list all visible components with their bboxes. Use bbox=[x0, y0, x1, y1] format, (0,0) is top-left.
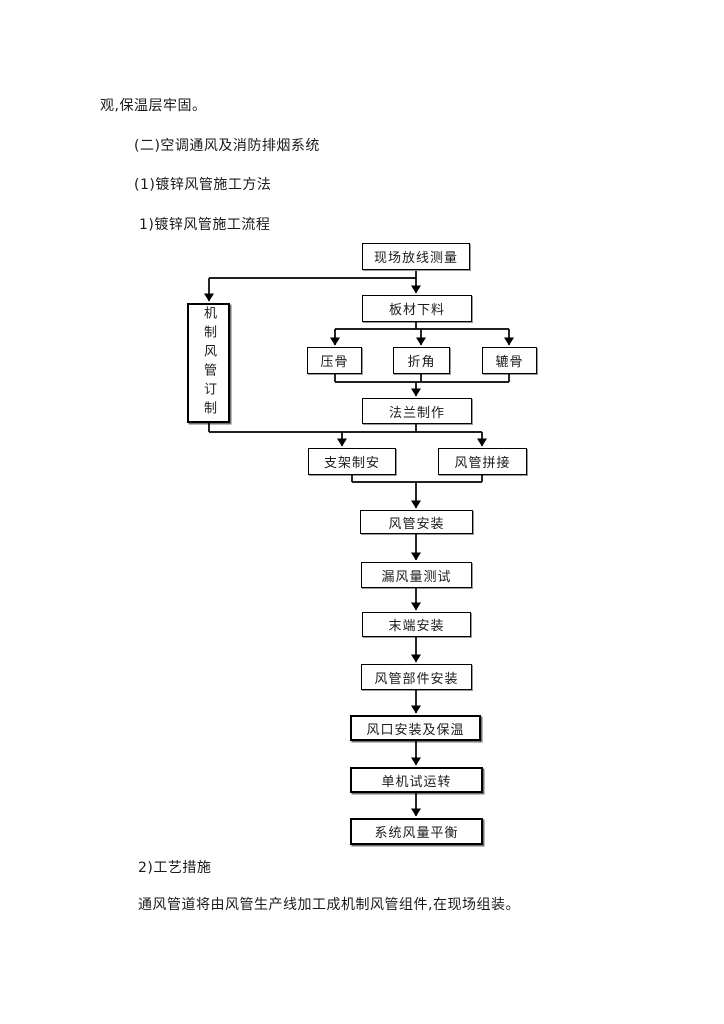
flow-node-balance: 系统风量平衡 bbox=[350, 818, 483, 845]
flow-node-machine-duct: 机制风管订制 bbox=[187, 303, 230, 423]
flow-node-press-rib: 压骨 bbox=[307, 347, 362, 374]
flow-node-outlet: 风口安装及保温 bbox=[350, 715, 481, 741]
flow-node-survey: 现场放线测量 bbox=[362, 243, 470, 270]
heading-subsection: (1)镀锌风管施工方法 bbox=[134, 177, 272, 193]
flow-node-terminal: 末端安装 bbox=[362, 612, 471, 637]
flow-node-blanking: 板材下料 bbox=[362, 295, 472, 322]
flow-node-fold-angle: 折角 bbox=[393, 347, 450, 374]
flow-node-duct-install: 风管安装 bbox=[360, 510, 473, 534]
flow-node-single-run: 单机试运转 bbox=[350, 767, 483, 793]
flow-node-bracket: 支架制安 bbox=[308, 448, 396, 475]
flow-node-flange: 法兰制作 bbox=[362, 398, 472, 424]
heading-flow-title: 1)镀锌风管施工流程 bbox=[139, 217, 271, 233]
flow-node-duct-join: 风管拼接 bbox=[438, 448, 527, 475]
paragraph-measures: 通风管道将由风管生产线加工成机制风管组件,在现场组装。 bbox=[138, 897, 520, 913]
heading-section: (二)空调通风及消防排烟系统 bbox=[134, 138, 320, 154]
heading-measures: 2)工艺措施 bbox=[138, 860, 212, 876]
flow-node-roll-rib: 辘骨 bbox=[482, 347, 537, 374]
flow-node-leak-test: 漏风量测试 bbox=[361, 562, 472, 588]
text-intro: 观,保温层牢固。 bbox=[100, 98, 207, 114]
flow-node-parts: 风管部件安装 bbox=[361, 664, 472, 690]
